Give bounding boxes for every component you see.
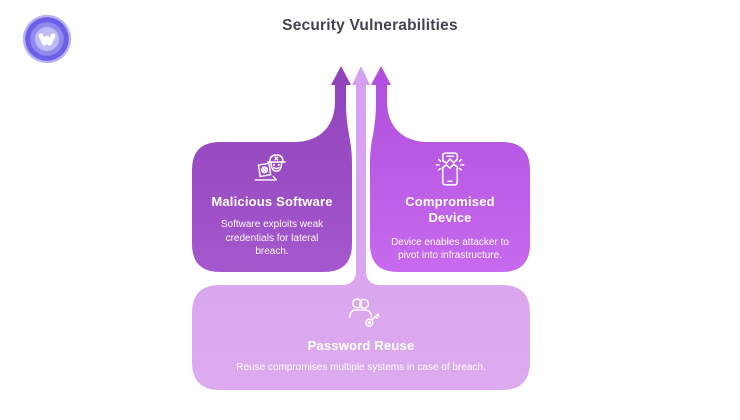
brand-logo-icon (22, 14, 72, 64)
card-password-reuse: Password Reuse Reuse compromises multipl… (192, 285, 530, 390)
card-title: Malicious Software (211, 194, 333, 209)
card-title: Password Reuse (307, 338, 415, 353)
card-compromised-device: Compromised Device Device enables attack… (370, 142, 530, 272)
card-title: Compromised Device (405, 194, 495, 226)
card-body: Software exploits weak credentials for l… (220, 219, 324, 257)
password-reuse-shape-arrow (192, 66, 530, 390)
brand-logo (21, 13, 73, 65)
broken-phone-icon (435, 152, 465, 186)
logo-w-glyph (38, 33, 56, 46)
users-key-icon (348, 298, 380, 327)
page-title: Security Vulnerabilities (282, 17, 458, 34)
hacker-laptop-icon (254, 154, 286, 181)
compromised-device-shape-arrow (370, 66, 530, 272)
card-body: Device enables attacker to pivot into in… (391, 236, 509, 261)
card-body: Reuse compromises multiple systems in ca… (236, 362, 486, 374)
card-malicious-software: Malicious Software Software exploits wea… (192, 142, 352, 272)
